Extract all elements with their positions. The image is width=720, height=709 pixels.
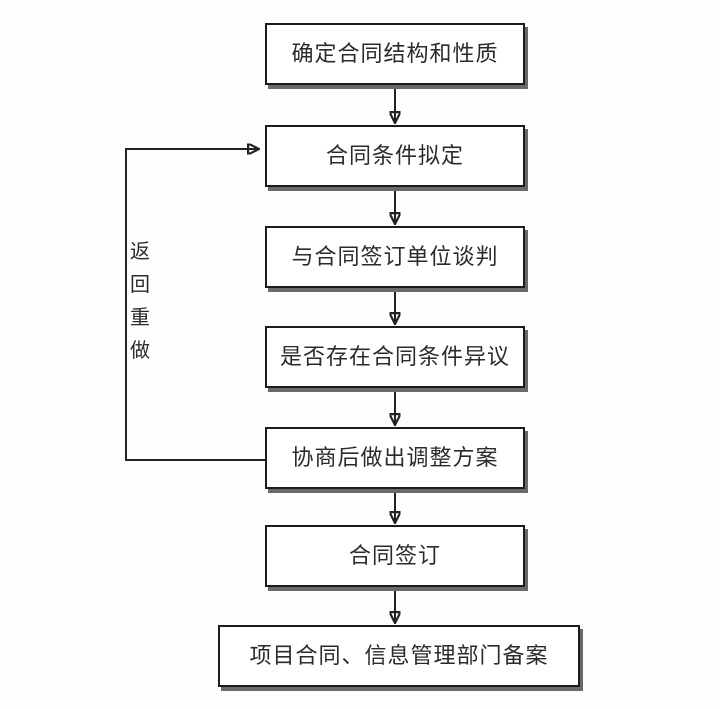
flow-node-5-label: 协商后做出调整方案: [291, 444, 499, 470]
loop-label-char: 返: [130, 241, 150, 263]
loop-label: 返 回 重 做: [130, 242, 150, 361]
flow-node-5: 协商后做出调整方案: [265, 427, 525, 489]
flow-node-7-label: 项目合同、信息管理部门备案: [249, 642, 549, 668]
flow-node-2-label: 合同条件拟定: [325, 142, 464, 168]
flow-node-4: 是否存在合同条件异议: [265, 326, 525, 388]
loop-label-char: 回: [130, 274, 150, 296]
flow-node-6: 合同签订: [265, 525, 525, 587]
flow-node-1: 确定合同结构和性质: [265, 23, 525, 85]
flow-node-6-label: 合同签订: [348, 542, 441, 568]
flow-node-4-label: 是否存在合同条件异议: [279, 343, 510, 369]
loop-label-char: 做: [130, 340, 150, 362]
flow-node-2: 合同条件拟定: [265, 125, 525, 187]
loop-label-char: 重: [130, 307, 150, 329]
flow-node-3: 与合同签订单位谈判: [265, 226, 525, 288]
flow-node-1-label: 确定合同结构和性质: [291, 40, 499, 66]
flow-node-3-label: 与合同签订单位谈判: [291, 243, 499, 269]
flow-node-7: 项目合同、信息管理部门备案: [218, 625, 580, 687]
